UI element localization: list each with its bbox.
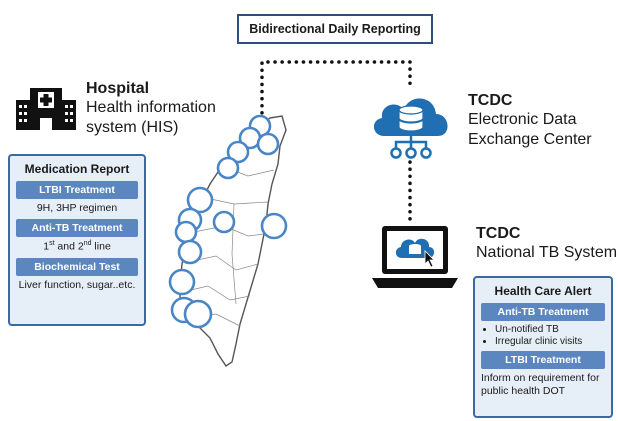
- hospital-line2: system (HIS): [86, 119, 179, 136]
- tb-system-label: TCDC National TB System: [476, 225, 617, 263]
- alert-ltbi-note: Inform on requirement for public health …: [481, 372, 600, 397]
- exchange-title: TCDC: [468, 92, 513, 109]
- hospital-line1: Health information: [86, 99, 216, 116]
- health-care-alert-title: Health Care Alert: [494, 284, 592, 298]
- exchange-center-label: TCDC Electronic Data Exchange Center: [468, 92, 592, 150]
- exchange-line2: Exchange Center: [468, 131, 592, 148]
- anti-tb-treatment-chip: Anti-TB Treatment: [16, 219, 138, 237]
- alert-anti-tb-chip: Anti-TB Treatment: [481, 303, 605, 321]
- medication-report-card: Medication Report LTBI Treatment 9H, 3HP…: [8, 154, 146, 326]
- exchange-line1: Electronic Data: [468, 111, 577, 128]
- tb-system-title: TCDC: [476, 225, 521, 242]
- laptop-icon: [372, 226, 458, 288]
- medication-report-title: Medication Report: [24, 162, 130, 176]
- ltbi-treatment-chip: LTBI Treatment: [16, 181, 138, 199]
- list-item: Irregular clinic visits: [495, 336, 605, 347]
- hospital-title: Hospital: [86, 80, 150, 97]
- biochemical-test-detail: Liver function, sugar..etc.: [18, 278, 136, 291]
- alert-ltbi-chip: LTBI Treatment: [481, 351, 605, 369]
- hospital-icon: [16, 88, 76, 130]
- biochemical-test-chip: Biochemical Test: [16, 257, 138, 276]
- anti-tb-treatment-detail: 1st and 2nd line: [43, 240, 111, 253]
- hospital-label: Hospital Health information system (HIS): [86, 80, 216, 138]
- bidirectional-reporting-label: Bidirectional Daily Reporting: [237, 14, 433, 44]
- cloud-database-icon: [373, 98, 448, 159]
- taiwan-map: [168, 114, 288, 367]
- ltbi-treatment-detail: 9H, 3HP regimen: [36, 202, 118, 214]
- tb-system-line1: National TB System: [476, 244, 618, 261]
- health-care-alert-card: Health Care Alert Anti-TB Treatment Un-n…: [473, 276, 613, 418]
- alert-anti-tb-bullets: Un-notified TB Irregular clinic visits: [481, 324, 605, 347]
- list-item: Un-notified TB: [495, 324, 605, 335]
